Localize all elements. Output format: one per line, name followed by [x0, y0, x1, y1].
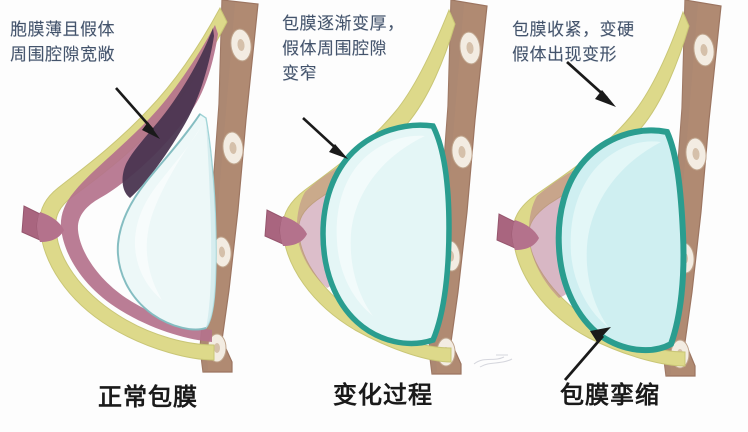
- pencil-scribble: [473, 354, 513, 368]
- rib-center: [237, 39, 245, 51]
- diagram-capsular-contracture: [496, 0, 722, 381]
- nipple-base: [37, 212, 64, 242]
- implant-highlight: [134, 124, 203, 300]
- arrow-lower-contracture: [563, 327, 611, 381]
- rib-center: [466, 42, 474, 54]
- arrow-to-capsule-space: [115, 87, 160, 139]
- annotation-capsular-contracture: 包膜收紧，变硬 假体出现变形: [512, 20, 635, 65]
- fibrous-capsule: [116, 113, 207, 331]
- rib-center: [229, 142, 237, 154]
- implant-highlight: [570, 141, 661, 328]
- rib-center: [218, 246, 226, 258]
- arrow-to-thickened-capsule: [302, 117, 348, 159]
- caption-change-process: 变化过程: [333, 381, 433, 409]
- panel-change-process: [255, 0, 505, 432]
- diagram-normal-capsule: [21, 0, 259, 373]
- fibrous-capsule: [320, 122, 452, 347]
- rib-center: [692, 148, 700, 160]
- implant-highlight: [336, 135, 425, 316]
- annotation-normal-capsule: 胞膜薄且假体 周围腔隙宽敞: [10, 20, 115, 65]
- nipple-base: [280, 216, 307, 246]
- periprosthetic-space: [122, 28, 214, 198]
- rib-center: [700, 44, 708, 56]
- implant-shadow-edge: [206, 120, 216, 328]
- arrow-upper-contracture: [566, 60, 616, 107]
- nipple-base: [512, 220, 539, 250]
- diagram-change-process: [264, 0, 488, 375]
- rib-center: [214, 343, 220, 353]
- annotation-change-process: 包膜逐渐变厚， 假体周围腔隙 变窄: [282, 14, 405, 84]
- caption-capsular-contracture: 包膜挛缩: [560, 381, 660, 409]
- panel-capsular-contracture: [485, 0, 748, 432]
- rib-center: [458, 146, 466, 158]
- panel-normal-capsule: [0, 0, 270, 432]
- caption-normal-capsule: 正常包膜: [98, 383, 198, 411]
